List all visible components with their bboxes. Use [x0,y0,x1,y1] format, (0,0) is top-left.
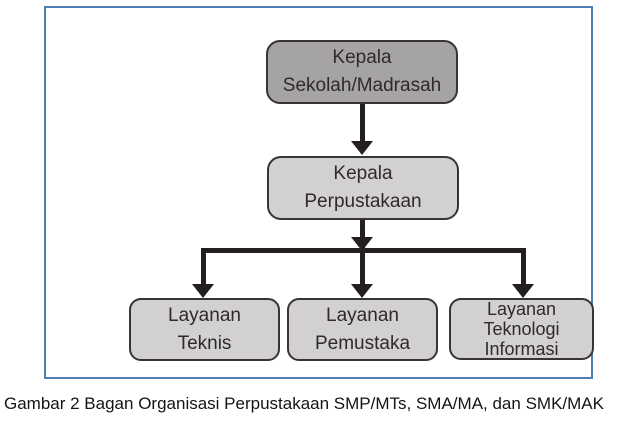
node-layanan-pemustaka: Layanan Pemustaka [287,298,438,361]
connector-branch-to-teknis-line [201,248,206,284]
node-label-line: Teknologi [483,319,560,339]
arrow-down-head [351,237,373,251]
node-layanan-teknis: Layanan Teknis [129,298,280,361]
node-label-line: Layanan [326,304,399,326]
figure-caption: Gambar 2 Bagan Organisasi Perpustakaan S… [4,394,604,413]
node-label-line: Layanan [168,304,241,326]
node-kepala-sekolah-madrasah: Kepala Sekolah/Madrasah [266,40,458,104]
node-label-line: Informasi [484,339,559,359]
arrow-down-head [512,284,534,298]
node-label-line: Kepala [332,47,392,68]
connector-branch-to-teknologi-line [521,248,526,284]
arrow-down-head [351,141,373,155]
node-label-line: Teknis [177,332,232,354]
node-label-line: Perpustakaan [304,191,422,212]
arrow-down-head [351,284,373,298]
node-label-line: Pemustaka [314,332,411,354]
node-kepala-perpustakaan: Kepala Perpustakaan [267,156,459,220]
diagram-frame: Kepala Sekolah/Madrasah Kepala Perpustak… [44,6,594,379]
node-label-line: Sekolah/Madrasah [282,75,442,96]
node-label-line: Layanan [486,299,557,319]
branch-bar-line [201,248,526,253]
arrow-down-head [192,284,214,298]
node-label-line: Kepala [333,163,393,184]
connector-root-to-manager-line [360,104,365,142]
node-layanan-teknologi-informasi: Layanan Teknologi Informasi [449,298,594,360]
